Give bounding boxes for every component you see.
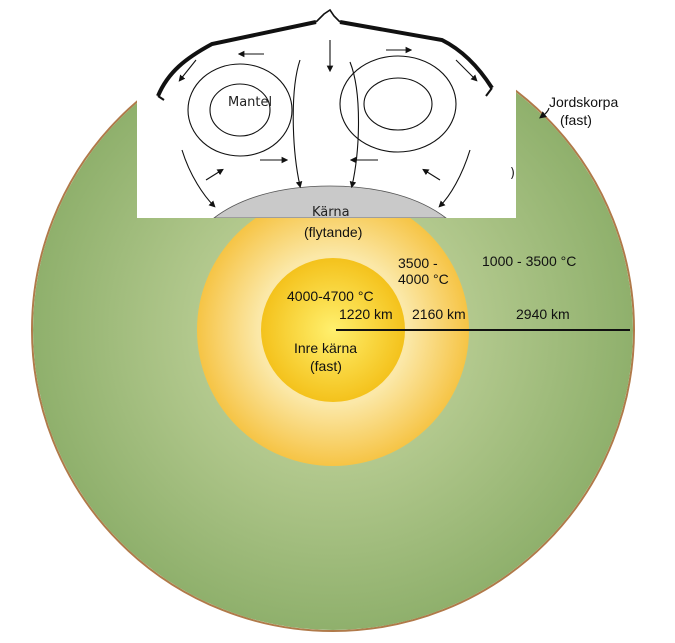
convection-arrows bbox=[178, 40, 478, 208]
core-cap bbox=[213, 185, 447, 218]
crust-label: Jordskorpa bbox=[549, 94, 618, 110]
mantle-label: Mantel bbox=[228, 95, 272, 110]
inner-core-layer bbox=[261, 258, 405, 402]
inner-core-state-label: (fast) bbox=[310, 358, 342, 374]
trench bbox=[157, 87, 493, 101]
outer-core-radius-label: 2160 km bbox=[412, 306, 466, 322]
crust-tick: ) bbox=[510, 166, 515, 181]
inner-core-name-label: Inre kärna bbox=[294, 340, 357, 356]
outer-core-state-label: (flytande) bbox=[304, 224, 362, 240]
mantle-temp-label: 1000 - 3500 °C bbox=[482, 253, 576, 269]
crust-plate bbox=[156, 20, 317, 97]
outer-core-temp-line2: 4000 °C bbox=[398, 271, 449, 287]
crust-plate bbox=[339, 20, 494, 90]
inner-core-radius-label: 1220 km bbox=[339, 306, 393, 322]
ridge bbox=[315, 8, 341, 23]
crust-state-label: (fast) bbox=[560, 112, 592, 128]
outer-core-temp-line1: 3500 - bbox=[398, 255, 438, 271]
core-handwritten-label: Kärna bbox=[312, 205, 350, 220]
inner-core-temp-label: 4000-4700 °C bbox=[287, 288, 374, 304]
crust-pointer-arrow bbox=[539, 107, 550, 119]
mantle-convection-inset: Mantel Kärna ) bbox=[137, 0, 516, 220]
mantle-radius-label: 2940 km bbox=[516, 306, 570, 322]
